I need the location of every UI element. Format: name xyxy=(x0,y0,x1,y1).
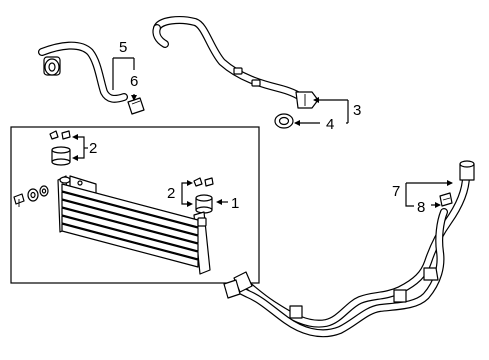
callout-7: 7 xyxy=(392,183,400,200)
fasteners xyxy=(13,185,49,207)
seal-8 xyxy=(439,192,453,207)
callout-3: 3 xyxy=(353,102,361,119)
callout-8: 8 xyxy=(417,199,425,216)
hose-assembly-5 xyxy=(38,41,128,103)
callout-6: 6 xyxy=(130,73,138,90)
cooler-lines-7 xyxy=(223,160,475,338)
oil-cooler-1 xyxy=(57,175,211,275)
callout-1-label: 1 xyxy=(231,195,239,212)
callout-2-upper: 2 xyxy=(89,140,97,157)
callout-5-6 xyxy=(112,57,137,101)
callout-4: 4 xyxy=(326,116,334,133)
callout-2-right: 2 xyxy=(167,185,175,202)
callout-2b xyxy=(181,180,193,207)
clips-2-upper xyxy=(49,130,71,166)
callout-5: 5 xyxy=(119,39,127,56)
hose-assembly-3 xyxy=(152,16,319,109)
clip-6 xyxy=(127,97,145,115)
inset-box xyxy=(10,126,260,284)
seal-4 xyxy=(274,113,294,129)
clips-2-right xyxy=(193,177,214,214)
callout-3-4 xyxy=(294,97,349,126)
callout-7-8 xyxy=(405,180,453,208)
callout-1 xyxy=(216,199,228,205)
callout-2a xyxy=(72,134,88,161)
